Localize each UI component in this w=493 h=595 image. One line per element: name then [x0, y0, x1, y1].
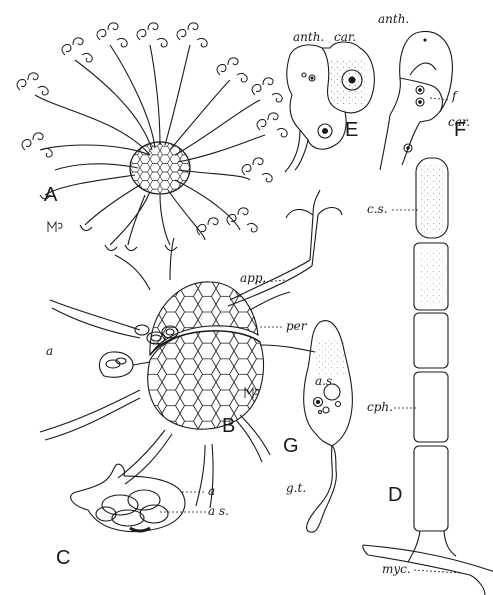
label-app: app. — [240, 272, 266, 284]
label-cs: c.s. — [367, 203, 388, 215]
panel-label-b: B — [222, 416, 235, 436]
label-as-c: a s. — [208, 505, 229, 517]
panel-f-drawing — [380, 31, 452, 170]
label-car-e: car. — [334, 31, 356, 43]
panel-label-a: A — [44, 185, 57, 205]
label-a-c: a — [208, 485, 215, 497]
panel-c-drawing — [71, 464, 185, 531]
label-f: f — [452, 90, 456, 102]
conidium-texture-2 — [420, 250, 444, 305]
ascus-b — [99, 352, 150, 377]
monogram-a — [48, 222, 62, 232]
conidium-4 — [414, 372, 448, 442]
label-anth-e: anth. — [293, 31, 324, 43]
label-a-b: a — [46, 345, 53, 357]
leaders-b — [255, 280, 285, 327]
label-per: per — [286, 320, 307, 332]
spore-texture — [315, 340, 345, 375]
panel-label-e: E — [345, 120, 358, 140]
conidium-texture — [420, 165, 444, 235]
perithecium-lower — [148, 331, 264, 429]
panel-a-drawing — [17, 23, 287, 251]
cell-texture-e — [330, 60, 365, 105]
label-gt: g.t. — [286, 482, 306, 494]
panel-label-g: G — [283, 436, 299, 456]
conidiophore-base — [408, 531, 456, 562]
panel-b-drawing — [40, 190, 342, 508]
label-as-g: a.s. — [315, 375, 336, 387]
perithecium-a — [130, 142, 190, 194]
conidium-5 — [414, 446, 448, 531]
label-anth-f: anth. — [378, 13, 409, 25]
conidium-3 — [414, 313, 448, 368]
label-myc: myc. — [382, 563, 411, 575]
panel-label-c: C — [56, 548, 70, 568]
panel-label-d: D — [388, 485, 402, 505]
label-cph: cph. — [367, 401, 393, 413]
panel-label-f: F — [454, 120, 466, 140]
appendage-ends-a — [40, 195, 177, 251]
